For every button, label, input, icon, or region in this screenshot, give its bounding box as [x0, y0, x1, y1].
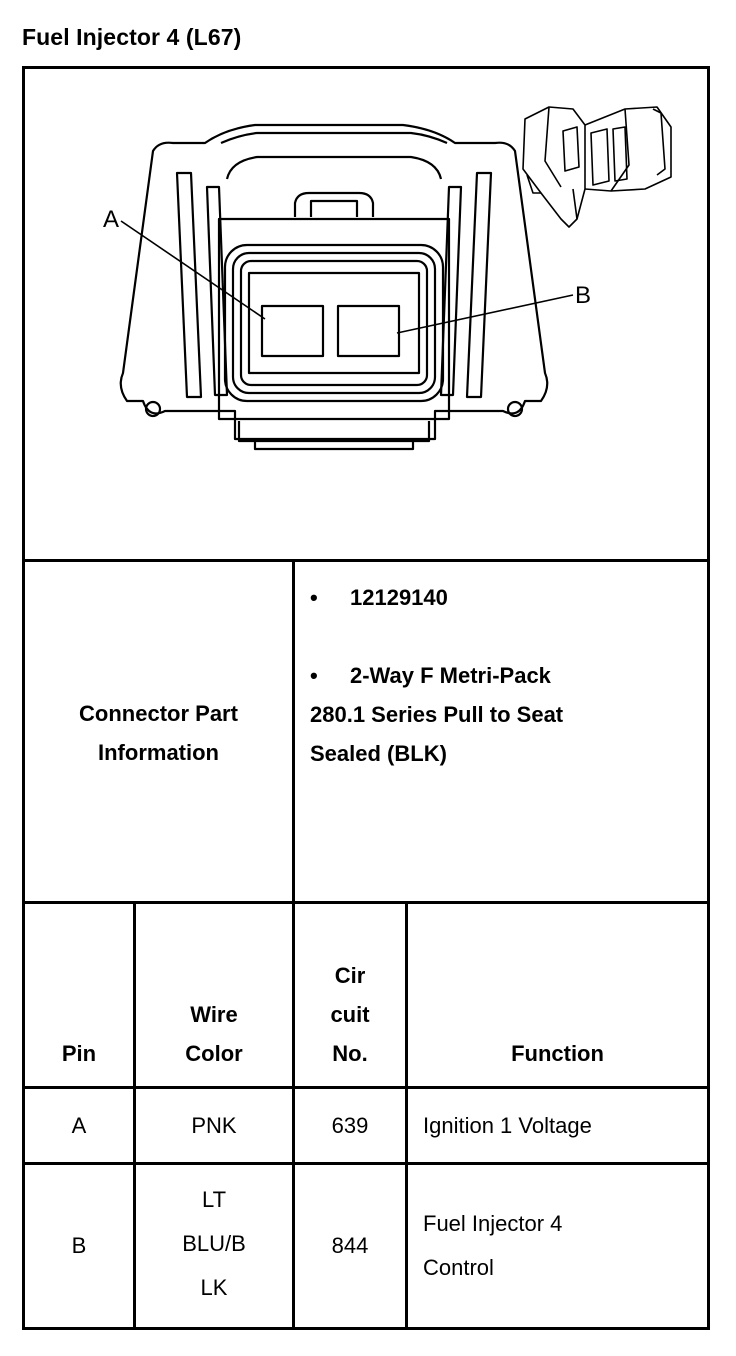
border-left: [22, 66, 25, 1330]
description-line2: 280.1 Series Pull to Seat: [310, 702, 564, 727]
leader-line-b: [396, 294, 574, 334]
header-circuit-line1: Cir: [334, 963, 366, 988]
rule-top: [22, 66, 710, 69]
row-b-function-line1: Fuel Injector 4: [423, 1211, 563, 1236]
connector-info-label-line2: Information: [98, 740, 219, 765]
pin-label-a: A: [103, 206, 119, 233]
row-b-wire-color-line1: LT: [201, 1187, 227, 1212]
header-circuit-no: Cir cuit No.: [295, 956, 405, 1073]
rule-bottom: [22, 1327, 710, 1330]
header-wire-color: Wire Color: [136, 995, 292, 1073]
header-function: Function: [511, 1041, 604, 1066]
leader-line-a: [120, 220, 266, 320]
row-a-pin: A: [71, 1113, 87, 1138]
row-b-wire-color: LT BLU/B LK: [136, 1178, 292, 1310]
row-b-wire-color-line2: BLU/B: [182, 1231, 246, 1256]
border-right: [707, 66, 710, 1330]
header-wire-color-line1: Wire: [190, 1002, 238, 1027]
header-wire-color-line2: Color: [185, 1041, 243, 1066]
connector-face-diagram: A B: [103, 106, 672, 451]
row-b-wire-color-line3: LK: [200, 1275, 228, 1300]
description-line1: 2-Way F Metri-Pack: [350, 663, 551, 688]
header-circuit-line2: cuit: [330, 1002, 370, 1027]
pin-label-b: B: [575, 282, 591, 309]
rule-header-bottom: [22, 1086, 710, 1089]
row-a-wire-color: PNK: [191, 1113, 237, 1138]
header-pin: Pin: [61, 1041, 97, 1066]
rule-diagram-bottom: [22, 559, 710, 562]
bullet-description: •: [310, 663, 318, 688]
row-b-circuit: 844: [331, 1233, 369, 1258]
header-circuit-line3: No.: [332, 1041, 368, 1066]
connector-info-label: Connector Part Information: [25, 694, 292, 772]
rule-info-bottom: [22, 901, 710, 904]
rule-row-a-bottom: [22, 1162, 710, 1165]
connector-sheet: A B Connector Part Information • 1212914…: [22, 66, 710, 1330]
col-divider-function: [405, 901, 408, 1330]
row-b-function: Fuel Injector 4 Control: [423, 1202, 705, 1290]
page-title: Fuel Injector 4 (L67): [22, 24, 242, 50]
description-line3: Sealed (BLK): [310, 741, 447, 766]
part-number: 12129140: [350, 585, 448, 610]
row-b-function-line2: Control: [423, 1255, 494, 1280]
row-a-circuit: 639: [331, 1113, 369, 1138]
col-divider-wire: [133, 901, 136, 1330]
bullet-part-number: •: [310, 585, 318, 610]
row-a-function: Ignition 1 Voltage: [423, 1113, 592, 1138]
connector-iso-thumbnail: [522, 106, 672, 228]
connector-info-label-line1: Connector Part: [79, 701, 238, 726]
col-divider-circuit: [292, 559, 295, 1330]
row-b-pin: B: [71, 1233, 87, 1258]
